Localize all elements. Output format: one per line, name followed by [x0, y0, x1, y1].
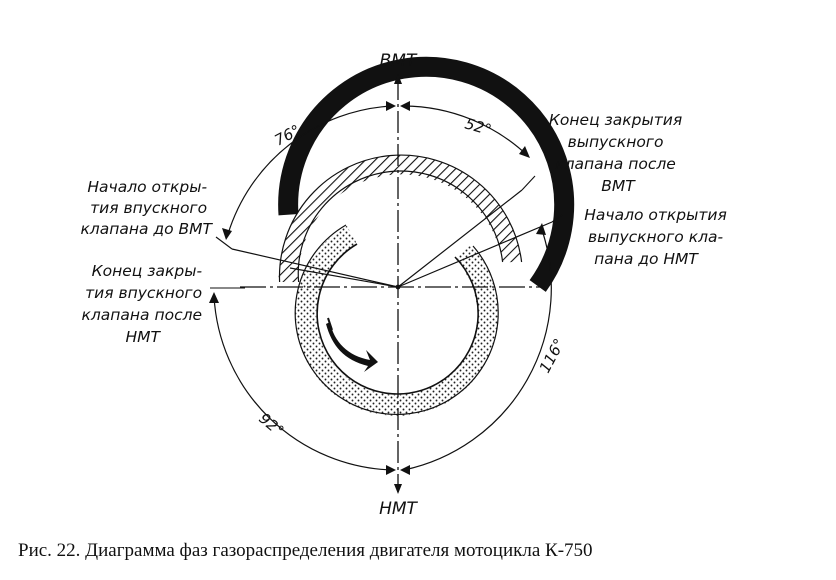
- arc-76-arrow-tdc: [386, 101, 396, 111]
- arc-52-arrow-tdc: [400, 101, 410, 111]
- figure-caption: Рис. 22. Диаграмма фаз газораспределения…: [18, 540, 593, 561]
- bdc-axis-arrow: [394, 484, 402, 494]
- angle-52-label: 52°: [463, 115, 494, 140]
- arc-92-arrow-end: [209, 292, 219, 303]
- arc-116-arrow-bdc: [400, 465, 410, 475]
- rotation-arrow-tail: [327, 317, 333, 331]
- intake-open-label: Начало откры- тия впускного клапана до В…: [80, 178, 213, 238]
- radial-exhaust-open: [397, 221, 553, 288]
- arc-76-arrow-end: [222, 228, 232, 240]
- hatched-ring-outline-outer: [278, 154, 523, 283]
- bdc-label: НМТ: [379, 499, 418, 519]
- arc-92-deg: [213, 295, 393, 471]
- arc-52-arrow-end: [519, 146, 530, 158]
- tdc-label: ВМТ: [380, 51, 418, 71]
- radial-exhaust-close: [397, 189, 523, 288]
- radial-intake-open: [231, 248, 399, 288]
- arc-52-deg: [403, 105, 529, 157]
- hatched-ring-left-drop: [278, 260, 300, 283]
- arc-92-arrow-bdc: [386, 465, 396, 475]
- leader-exhaust-close: [521, 175, 536, 191]
- angle-92-label: 92°: [255, 409, 287, 440]
- dotted-ring-outline-outer: [294, 224, 499, 416]
- rotation-direction-arrow: [326, 322, 378, 372]
- radial-intake-close: [289, 267, 399, 288]
- leader-exhaust-open: [551, 214, 563, 223]
- intake-close-label: Конец закры- тия впускного клапана после…: [82, 262, 207, 346]
- arc-76-deg: [227, 105, 393, 235]
- exhaust-phase-dotted-ring: [295, 225, 499, 416]
- arc-116-arrow-end: [536, 223, 546, 235]
- exhaust-close-label: Конец закрытия выпускного клапана после …: [549, 111, 687, 195]
- tdc-axis-arrow: [394, 74, 402, 84]
- angle-116-label: 116°: [536, 336, 569, 376]
- intake-phase-ring: [278, 56, 575, 292]
- exhaust-phase-hatched-ring: [280, 155, 522, 264]
- arc-116-deg: [403, 226, 552, 471]
- dotted-ring-outline-inner: [316, 243, 479, 395]
- exhaust-open-label: Начало открытия выпускного кла- пана до …: [584, 206, 731, 268]
- leader-intake-open: [215, 236, 233, 250]
